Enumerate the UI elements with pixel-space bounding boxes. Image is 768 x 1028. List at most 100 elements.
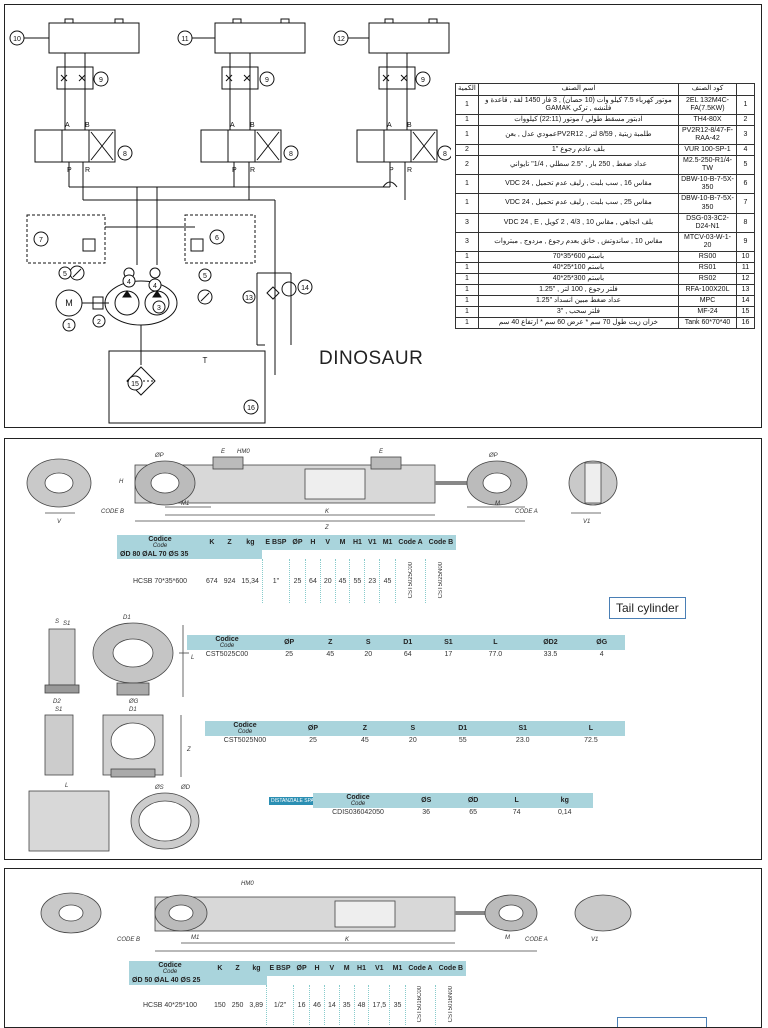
col-v1: V1 [364,535,380,550]
callout-14: 14 [301,285,309,292]
cell-code-a: CST5025C00 [407,561,414,599]
col-m1: M1 [379,535,396,550]
cell-od: 65 [469,809,477,816]
callout-8b: 8 [289,151,293,158]
row-code: CDIS036042050 [332,809,384,816]
cell-v: 14 [323,985,340,1026]
label-v1: V1 [591,937,598,943]
col-op: ØP [293,961,310,976]
cylinder-10 [19,18,140,54]
label-d1-a: D1 [123,615,131,621]
cell-qty: 2 [455,155,479,176]
label-m1: M1 [181,501,189,507]
row-code: HCSB 40*25*100 [142,1001,198,1009]
callout-4b: 4 [153,283,157,290]
brand-label: DINOSAUR [319,348,424,369]
cell-num: 14 [736,294,755,307]
tank-label: T [203,356,208,365]
header-qty: الكمية [455,83,479,96]
label-s1-b: S1 [55,707,62,713]
cell-num: 15 [736,305,755,319]
cell-code-b: CST5025N00 [438,561,445,599]
cell-num: 16 [736,317,755,330]
cell-l: 77.0 [488,651,503,658]
label-v1: V1 [583,519,590,525]
cell-code: TH4-80X [678,114,737,127]
cell-k: 150 [214,1001,226,1009]
cell-qty: 1 [455,317,479,330]
table-row: CDIS036042050 36 65 74 0,14 [313,808,593,817]
cell-code: VUR 100-SP-1 [678,144,737,157]
cylinder-drawing-2: CODE B CODE A M1 K M V1 HM0 [40,881,632,952]
col-h1: H1 [349,535,365,550]
cell-name: ادبتور مسقط طولي / موتور (22:11) كيلووات [477,114,680,127]
label-op-rear: ØP [154,453,164,459]
cell-name: مقاس 25 , سب بلبت , رليف عدم تحميل , VDC… [477,193,680,214]
label-z: Z [324,525,329,531]
cell-l: 72.5 [584,737,598,744]
clog-gauge [281,281,297,297]
table-row: HCSB 70*35*600 674 924 15,34 1" 25 64 20… [117,559,457,603]
callout-12: 12 [337,36,345,43]
port-p-3: P [389,167,394,174]
cell-num: 9 [736,231,755,252]
cell-name: موتور كهرباء 7.5 كيلو وات (10 حصان) , 3 … [477,94,680,116]
label-e-front: E [379,449,384,455]
callout-3: 3 [157,305,161,312]
port-r-2: R [250,167,255,174]
callout-5a: 5 [63,271,67,278]
parts-table-header: الكمية اسم الصنف كود الصنف [455,83,755,96]
label-d1-b: D1 [129,707,137,713]
label-og: ØG [128,699,139,705]
callout-16: 16 [247,405,255,412]
table-row: HCSB 40*25*100 150 250 3,89 1/2" 16 46 1… [129,985,467,1026]
label-z-b: Z [186,747,191,753]
cell-name: باستم 100*25*40 [477,261,680,274]
cell-h: 46 [309,985,325,1026]
cell-qty: 1 [455,305,479,319]
col-k: K [211,961,229,976]
label-code-b: CODE B [117,937,140,943]
cell-num: 6 [736,174,755,195]
table-row: CST5025C00 25 45 20 64 17 77.0 33.5 4 [187,650,625,659]
cylinder-12 [343,18,450,54]
label-m1: M1 [191,935,199,941]
cylinder-tag-2 [617,1017,707,1027]
port-r-1: R [85,167,90,174]
col-m: M [339,961,355,976]
rod-end-b-side [44,714,74,776]
label-od-spacer: ØD [180,785,191,791]
relief-valve-6 [184,214,256,264]
cell-e: 1" [261,559,290,603]
cell-name: باستم 600*35*70 [477,250,680,263]
return-filter [266,286,280,300]
port-p-2: P [232,167,237,174]
callout-8a: 8 [123,151,127,158]
cell-v1: 17,5 [368,985,390,1026]
header-name: اسم الصنف [477,83,680,96]
col-d1: D1 [387,635,429,650]
cell-num: 8 [736,212,755,233]
col-s1: S1 [428,635,469,650]
col-op: ØP [267,635,312,650]
cell-name: عداد ضغط مبين انسداد "1.25 [477,294,680,307]
cell-qty: 1 [455,125,479,146]
port-b-1: B [85,122,90,129]
cell-k: 674 [206,577,218,585]
cell-name: طلمبة زيتية , 8/59 لتر , PV2R12عمودي عدل… [477,125,680,146]
label-code-a: CODE A [515,509,538,515]
col-m: M [335,535,350,550]
row-code: HCSB 70*35*600 [132,577,188,585]
col-v1: V1 [368,961,390,976]
callout-10: 10 [13,36,21,43]
cell-num: 7 [736,193,755,214]
spacer-side [28,790,110,852]
